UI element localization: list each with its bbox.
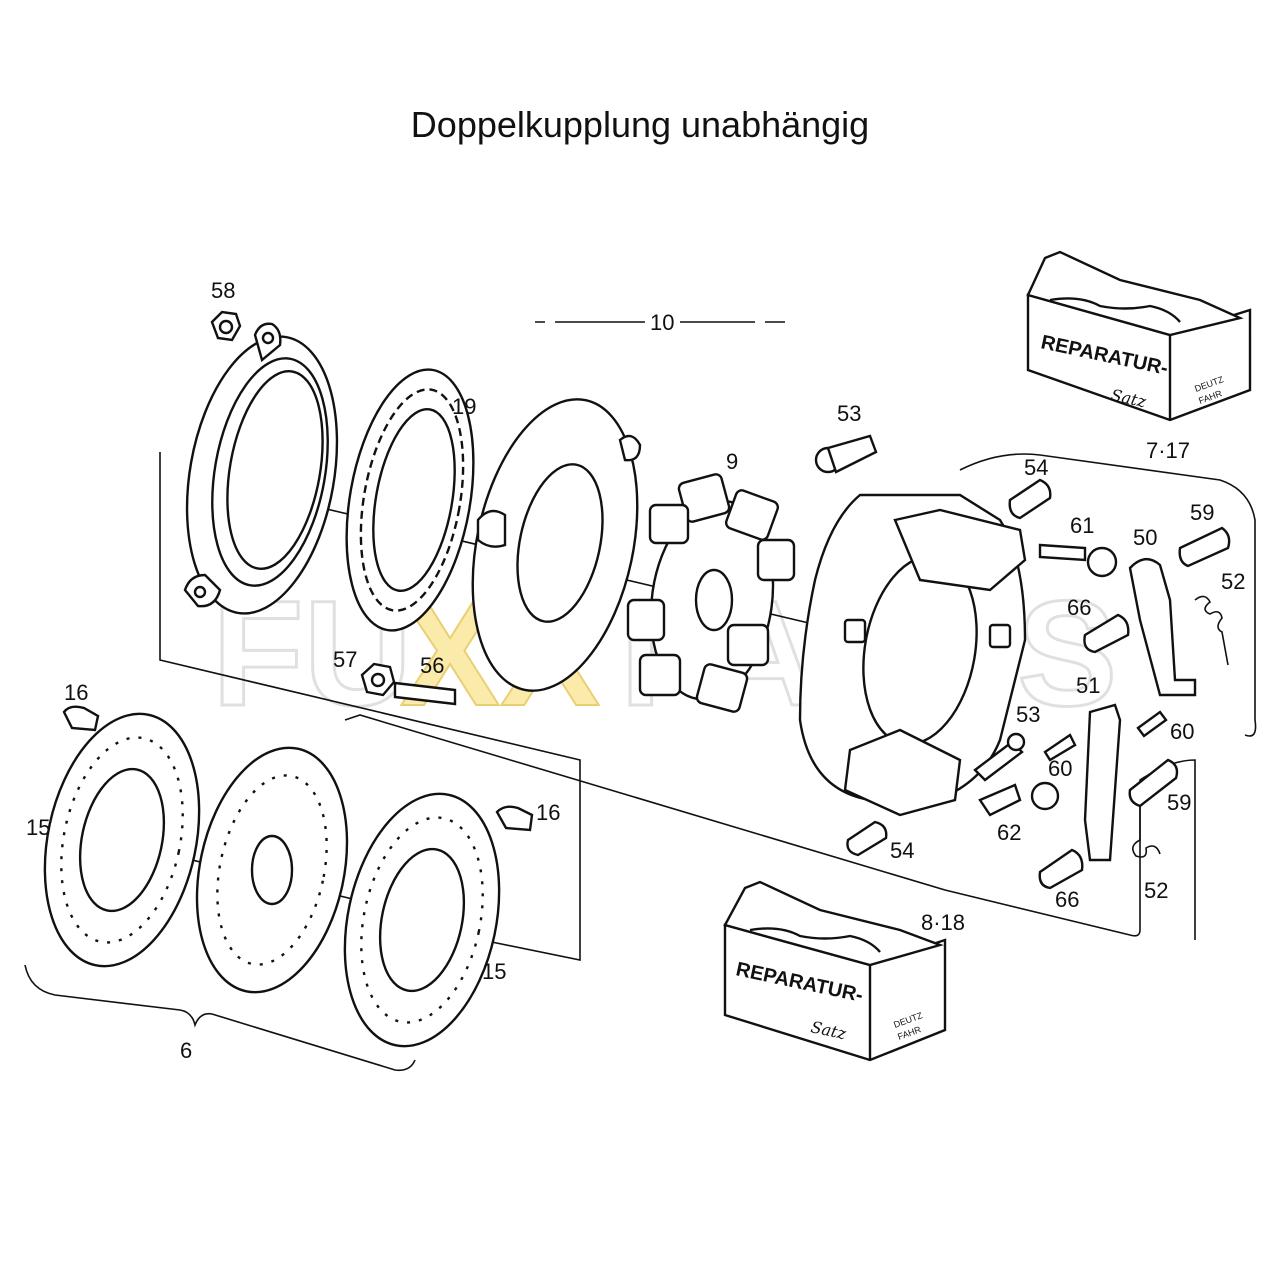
sleeve-59-upper [1178, 526, 1231, 568]
bolt-53-lower [973, 732, 1026, 782]
nut-16-right [495, 805, 534, 832]
part-label-7-17: 7·17 [1146, 438, 1190, 463]
roller-66-lower [1038, 848, 1084, 890]
clutch-disc-9 [626, 473, 796, 713]
lever-51 [1083, 703, 1122, 862]
part-label-6: 6 [180, 1038, 192, 1063]
part-label-53-upper: 53 [837, 401, 861, 426]
part-label-56: 56 [420, 653, 444, 678]
grouping-brackets [24, 321, 1257, 1072]
part-label-52-lower: 52 [1144, 878, 1168, 903]
part-label-52-upper: 52 [1221, 569, 1245, 594]
center-disc-6 [195, 746, 349, 994]
part-label-51: 51 [1076, 673, 1100, 698]
nut-16-left [62, 705, 100, 732]
part-label-66-upper: 66 [1067, 595, 1091, 620]
part-label-58: 58 [211, 278, 235, 303]
spacer-54-upper [1008, 478, 1052, 520]
brake-disc-15-right [343, 792, 501, 1048]
part-label-9: 9 [726, 449, 738, 474]
pin-61 [1038, 543, 1118, 578]
bracket-part-6 [24, 964, 416, 1072]
part-label-16-left: 16 [64, 680, 88, 705]
part-number-labels: 58 19 10 9 53 54 7·17 61 50 59 52 66 51 … [26, 278, 1245, 1063]
bracket-left-group [159, 452, 581, 961]
nut-58 [210, 310, 242, 342]
repair-kit-box-lower: REPARATUR- Satz DEUTZ FAHR [723, 880, 947, 1062]
part-label-60-upper: 60 [1170, 719, 1194, 744]
adjusting-screw-56 [393, 681, 457, 706]
spring-52-lower [1132, 805, 1161, 858]
pin-60-upper [1136, 710, 1168, 738]
part-label-62: 62 [997, 820, 1021, 845]
part-label-10: 10 [650, 310, 674, 335]
part-label-16-right: 16 [536, 800, 560, 825]
brake-disc-15-left [43, 712, 201, 968]
part-label-59-lower: 59 [1167, 790, 1191, 815]
bracket-upper-right [959, 453, 1257, 737]
part-label-53-lower: 53 [1016, 702, 1040, 727]
spring-52-upper [1194, 595, 1229, 666]
part-label-60-lower: 60 [1048, 756, 1072, 781]
pressure-plate [471, 398, 642, 692]
repair-kit-box-upper: REPARATUR- Satz DEUTZ FAHR [1026, 250, 1252, 422]
clutch-cover-assembly [798, 493, 1027, 817]
part-label-57: 57 [333, 647, 357, 672]
part-label-54-upper: 54 [1024, 455, 1048, 480]
roller-66-upper [1083, 613, 1130, 654]
part-label-66-lower: 66 [1055, 887, 1079, 912]
part-label-54-lower: 54 [890, 838, 914, 863]
part-label-61: 61 [1070, 513, 1094, 538]
part-label-8-18: 8·18 [921, 910, 965, 935]
ring-62-adjacent [1030, 781, 1060, 811]
lever-50 [1128, 558, 1197, 697]
bolt-53-upper [814, 434, 878, 474]
part-label-15-right: 15 [482, 959, 506, 984]
spacer-54-lower [846, 820, 888, 857]
diagram-title: Doppelkupplung unabhängig [410, 104, 870, 145]
bearing-housing [183, 322, 339, 615]
hose-62 [978, 783, 1022, 817]
spring-plate-19 [345, 368, 475, 632]
part-label-59-upper: 59 [1190, 500, 1214, 525]
part-label-50: 50 [1133, 525, 1157, 550]
part-label-19: 19 [452, 394, 476, 419]
part-label-15-left: 15 [26, 815, 50, 840]
bracket-lower-group [344, 714, 1196, 940]
sleeve-59-lower [1128, 758, 1179, 808]
pin-60-lower [1043, 733, 1077, 762]
